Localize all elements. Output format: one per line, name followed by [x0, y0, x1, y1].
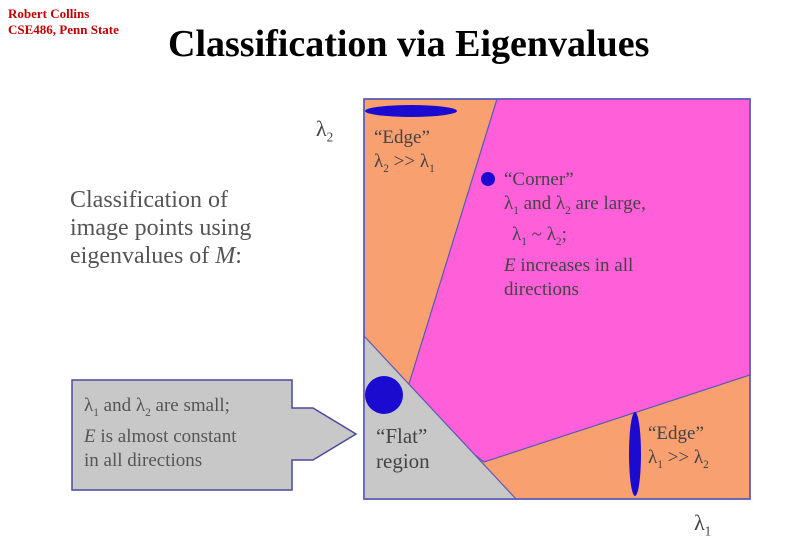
description-line-3: eigenvalues of M:: [70, 243, 242, 269]
axis-lambda2-label: λ2: [316, 116, 334, 145]
description: Classification of image points using eig…: [70, 186, 251, 270]
description-line-1: Classification of: [70, 187, 228, 213]
callout-label: λ1 and λ2 are small; E is almost constan…: [84, 395, 237, 471]
description-line-2: image points using: [70, 215, 252, 241]
axis-lambda1-label: λ1: [694, 510, 712, 539]
flat-label: “Flat” region: [376, 424, 430, 473]
page-title: Classification via Eigenvalues: [168, 23, 650, 65]
diagram-border: [363, 98, 751, 500]
corner-dot: [481, 172, 495, 186]
author-block: Robert Collins CSE486, Penn State: [8, 6, 119, 38]
author-course: CSE486, Penn State: [8, 22, 119, 37]
edge-bottom-ellipse: [629, 412, 641, 496]
corner-label: “Corner” λ1 and λ2 are large, λ1 ~ λ2; E…: [504, 169, 646, 300]
author-name: Robert Collins: [8, 6, 90, 21]
edge-bottom-label: “Edge” λ1 >> λ2: [648, 423, 709, 471]
callout-arrow-box: [71, 379, 358, 491]
edge-top-label: “Edge” λ2 >> λ1: [374, 127, 435, 175]
flat-circle: [365, 376, 403, 414]
edge-top-ellipse: [365, 105, 457, 117]
